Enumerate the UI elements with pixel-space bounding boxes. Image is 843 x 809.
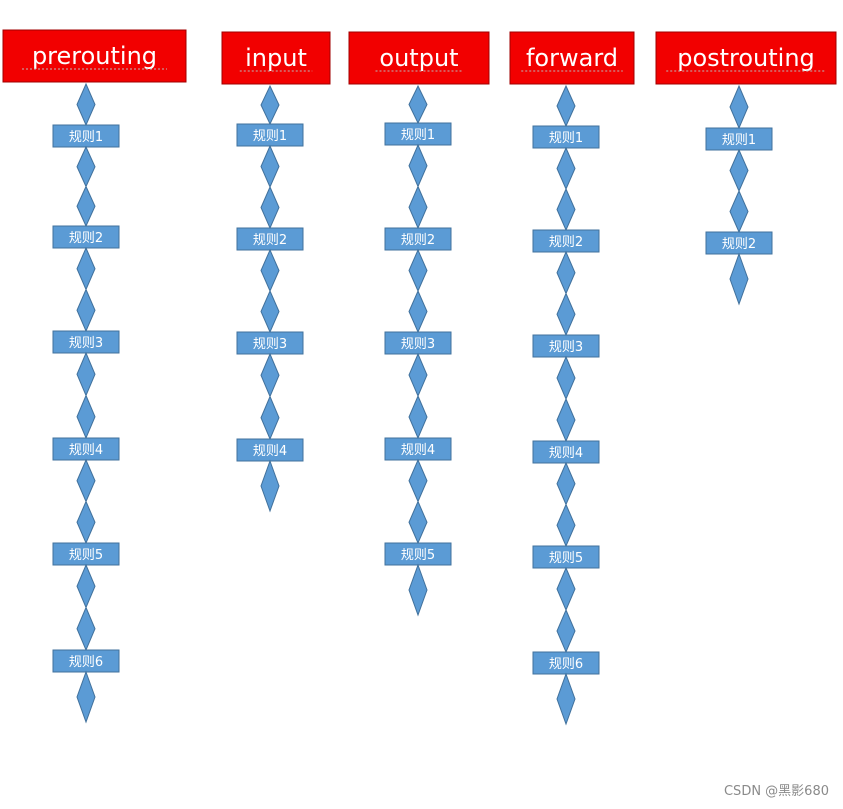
connector-diamond	[556, 566, 576, 612]
rule-label: 规则3	[549, 340, 583, 355]
rule-label: 规则1	[401, 128, 435, 143]
rule-label: 规则5	[401, 548, 435, 563]
connector-diamond	[76, 145, 96, 188]
connector-diamond	[260, 144, 280, 189]
connector-diamond	[408, 500, 428, 545]
rule-label: 规则3	[253, 337, 287, 352]
rule-label: 规则5	[69, 548, 103, 563]
rule-label: 规则2	[722, 237, 756, 252]
rule-label: 规则2	[253, 233, 287, 248]
rule-label: 规则3	[69, 336, 103, 351]
connector-diamond	[260, 185, 280, 230]
rule-label: 规则4	[69, 443, 103, 458]
rule-label: 规则2	[401, 233, 435, 248]
connector-diamond	[260, 352, 280, 398]
chain-header-label: forward	[526, 44, 618, 72]
connector-diamond	[76, 185, 96, 228]
connector-diamond	[408, 248, 428, 293]
connector-diamond	[556, 250, 576, 295]
end-diamond	[729, 252, 749, 306]
connector-diamond	[408, 84, 428, 125]
rule-label: 规则1	[69, 130, 103, 145]
connector-diamond	[408, 394, 428, 440]
rule-label: 规则1	[253, 129, 287, 144]
connector-diamond	[729, 189, 749, 234]
chain-header-box	[655, 31, 837, 85]
end-diamond	[260, 459, 280, 513]
chain-header-label: output	[379, 44, 458, 72]
connector-diamond	[408, 143, 428, 188]
chain-header-box	[2, 29, 187, 83]
chain-header-box	[509, 31, 635, 85]
end-diamond	[76, 670, 96, 724]
connector-diamond	[260, 289, 280, 334]
rule-label: 规则4	[253, 444, 287, 459]
rule-label: 规则2	[549, 235, 583, 250]
rule-label: 规则6	[69, 655, 103, 670]
connector-diamond	[556, 146, 576, 191]
connector-diamond	[76, 500, 96, 545]
connector-diamond	[260, 84, 280, 126]
end-diamond	[556, 672, 576, 726]
rule-label: 规则2	[69, 231, 103, 246]
connector-diamond	[556, 355, 576, 401]
connector-diamond	[76, 606, 96, 652]
connector-diamond	[556, 503, 576, 548]
connector-diamond	[556, 187, 576, 232]
connector-diamond	[76, 563, 96, 609]
chain-output: output 规则1 规则2 规则3 规则4 规则5	[348, 31, 490, 617]
end-diamond	[408, 563, 428, 617]
connector-diamond	[76, 394, 96, 440]
rule-label: 规则5	[549, 551, 583, 566]
chain-prerouting: prerouting 规则1 规则2 规则3 规则4 规则5 规则6	[2, 29, 187, 724]
connector-diamond	[408, 458, 428, 503]
connector-diamond	[408, 289, 428, 334]
connector-diamond	[556, 608, 576, 654]
connector-diamond	[408, 185, 428, 230]
rule-label: 规则6	[549, 657, 583, 672]
chain-header-label: prerouting	[32, 42, 157, 70]
connector-diamond	[556, 84, 576, 128]
connector-diamond	[260, 248, 280, 293]
chain-header-box	[348, 31, 490, 85]
connector-diamond	[76, 351, 96, 397]
chain-header-box	[221, 31, 331, 85]
connector-diamond	[76, 82, 96, 127]
rule-label: 规则4	[401, 443, 435, 458]
chain-input: input 规则1 规则2 规则3 规则4	[221, 31, 331, 513]
connector-diamond	[76, 246, 96, 291]
connector-diamond	[556, 397, 576, 443]
connector-diamond	[556, 292, 576, 337]
connector-diamond	[408, 352, 428, 398]
connector-diamond	[729, 148, 749, 193]
chain-header-label: postrouting	[677, 44, 815, 72]
connector-diamond	[76, 458, 96, 503]
chain-postrouting: postrouting 规则1 规则2	[655, 31, 837, 306]
rule-label: 规则4	[549, 446, 583, 461]
connector-diamond	[260, 395, 280, 441]
rule-label: 规则3	[401, 337, 435, 352]
chain-forward: forward 规则1 规则2 规则3 规则4 规则5 规则6	[509, 31, 635, 726]
connector-diamond	[76, 288, 96, 333]
connector-diamond	[556, 461, 576, 506]
rule-label: 规则1	[549, 131, 583, 146]
connector-diamond	[729, 84, 749, 130]
rule-label: 规则1	[722, 133, 756, 148]
chain-header-label: input	[245, 44, 307, 72]
csdn-watermark: CSDN @黑影680	[723, 784, 829, 799]
